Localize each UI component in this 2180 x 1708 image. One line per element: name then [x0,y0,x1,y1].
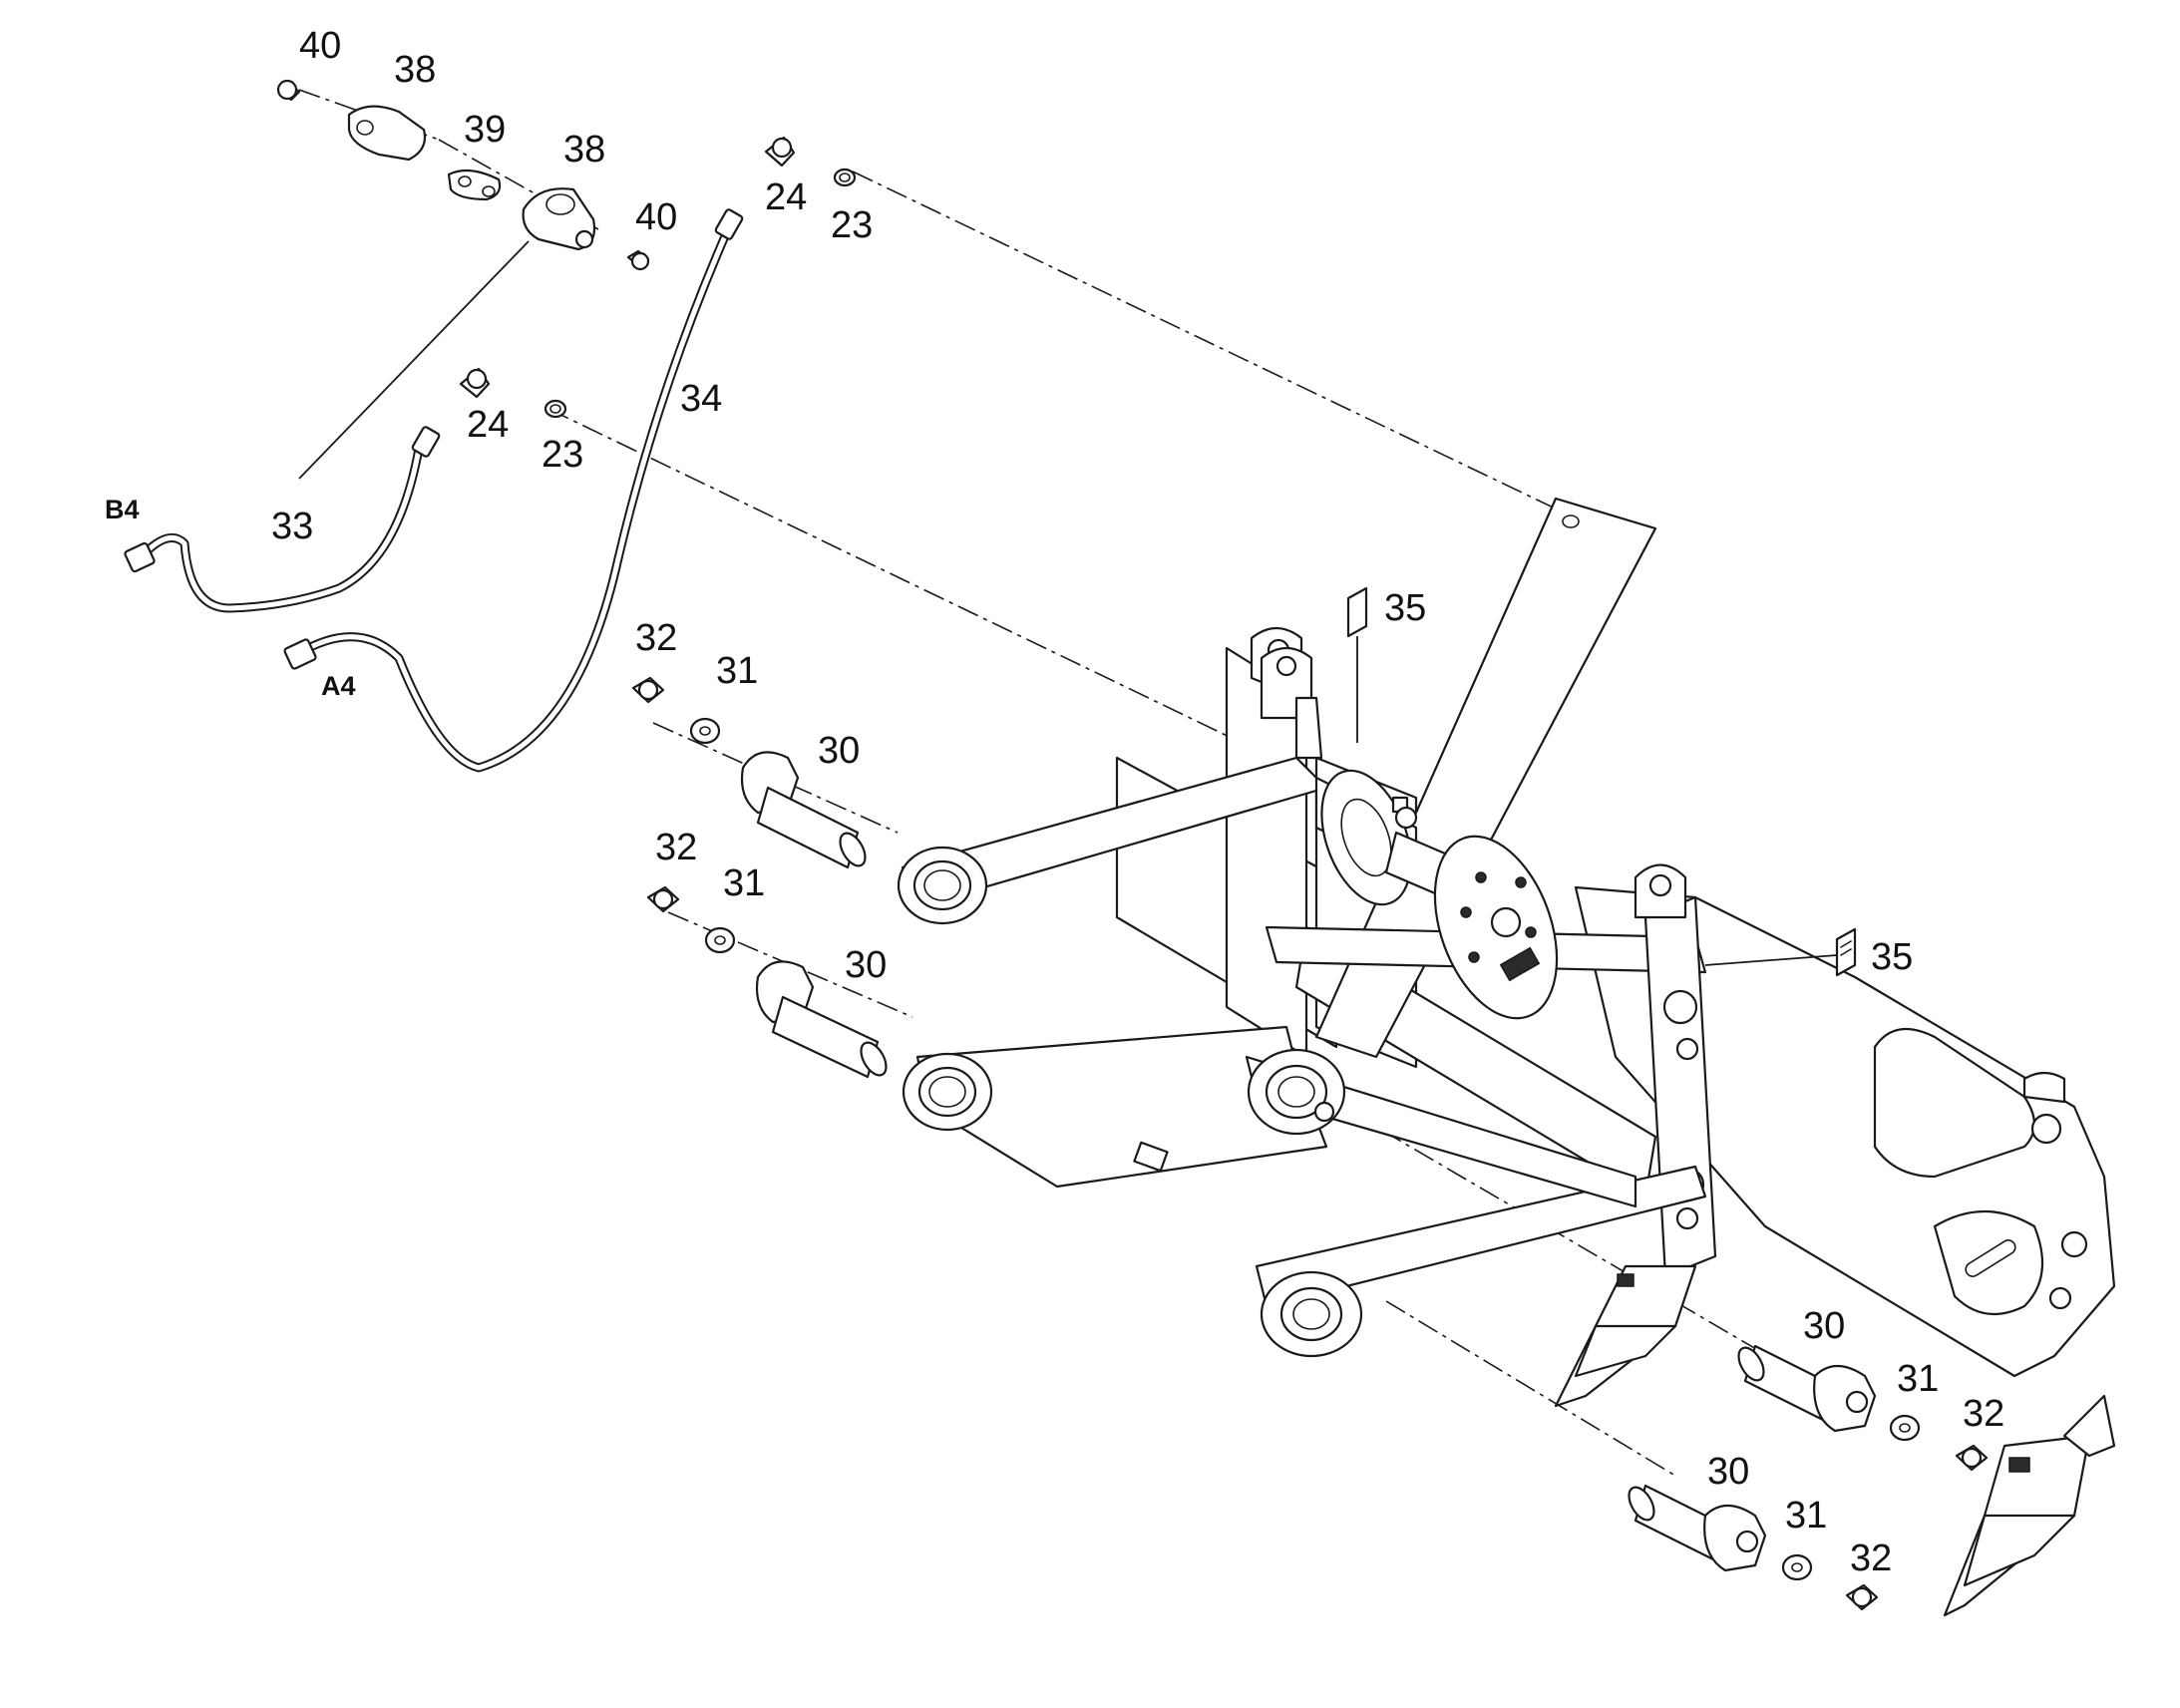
callout-24: 24 [467,404,509,446]
hose-33 [140,444,424,613]
clamp-group [276,79,650,271]
callout-38: 38 [563,129,605,171]
callout-32-lower-right: 32 [1963,1393,2004,1435]
callout-35-right: 35 [1871,936,1913,978]
alignment-lines [298,89,1786,1477]
callout-30-bottom-right: 30 [1707,1451,1749,1493]
port-label-b4: B4 [105,495,140,524]
callout-24-top: 24 [765,176,807,218]
callout-31-bottom-right: 31 [1785,1495,1827,1537]
callout-34: 34 [680,378,722,420]
callout-23: 23 [542,434,583,476]
decals-35 [1346,586,1857,977]
callout-labels: 40 38 39 38 40 24 23 34 24 23 33 B4 A4 3… [105,25,2004,1579]
pin-set-lower-right [1737,1344,1989,1472]
callout-30-middle: 30 [845,944,887,986]
callout-31-lower-right: 31 [1897,1358,1939,1400]
leader-lines [298,240,530,480]
callout-40-top: 40 [299,25,341,67]
callout-35-top: 35 [1384,587,1426,629]
callout-33: 33 [271,506,313,547]
callout-23-top: 23 [831,204,873,246]
hose-fittings [124,136,857,670]
callout-30-upper: 30 [818,730,860,772]
callout-32-upper: 32 [635,617,677,659]
pin-set-middle [646,885,888,1079]
callout-38-top: 38 [394,49,436,91]
callout-31-middle: 31 [723,862,765,904]
callout-31-upper: 31 [716,650,758,692]
callout-30-lower-right: 30 [1803,1305,1845,1347]
pin-set-upper [631,676,867,869]
hose-34 [294,224,733,773]
callout-40: 40 [635,196,677,238]
ripper-tips [1554,1264,2116,1617]
ripper-frame [897,497,2116,1378]
callout-32-middle: 32 [655,827,697,868]
callout-32-bottom-right: 32 [1850,1537,1892,1579]
port-label-a4: A4 [321,671,356,701]
callout-39: 39 [464,109,506,151]
pin-set-bottom-right [1628,1484,1879,1611]
